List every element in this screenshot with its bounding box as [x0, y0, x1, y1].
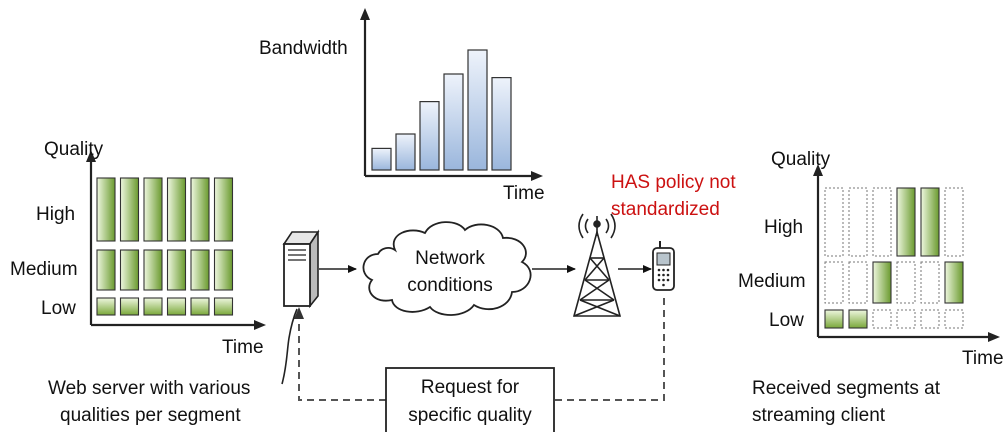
- server-segment: [166, 297, 187, 316]
- server-segment: [96, 297, 116, 316]
- bandwidth-y-arrow: [360, 8, 370, 20]
- server-time-label: Time: [222, 337, 264, 358]
- policy-note-line2: standardized: [611, 199, 720, 220]
- cell-tower-icon: [572, 213, 622, 317]
- client-level-medium: Medium: [738, 271, 806, 292]
- empty-segment-slot: [920, 261, 940, 304]
- received-segment: [872, 261, 892, 304]
- bandwidth-bar: [467, 49, 488, 171]
- server-segment: [143, 297, 163, 316]
- server-icon: [282, 229, 320, 309]
- received-segment: [896, 187, 916, 257]
- server-segment: [96, 177, 116, 242]
- network-label-line2: conditions: [407, 275, 493, 296]
- request-box: Request for specific quality: [385, 367, 555, 432]
- empty-segment-slot: [896, 261, 916, 304]
- server-segment: [190, 177, 210, 242]
- server-segment: [143, 249, 163, 291]
- server-segment: [190, 297, 210, 316]
- client-caption-line2: streaming client: [752, 405, 886, 426]
- network-label-line1: Network: [415, 248, 485, 269]
- server-segment: [119, 297, 140, 316]
- server-segment: [166, 249, 187, 291]
- network-cloud: Network conditions: [362, 221, 532, 316]
- server-segment: [96, 249, 116, 291]
- server-level-medium: Medium: [10, 259, 78, 280]
- empty-segment-slot: [920, 309, 940, 329]
- empty-segment-slot: [896, 309, 916, 329]
- server-segment: [166, 177, 187, 242]
- request-label-line2: specific quality: [408, 405, 532, 426]
- server-feedback-path: [298, 316, 386, 401]
- request-label-line1: Request for: [421, 377, 520, 398]
- bandwidth-bar: [443, 73, 464, 171]
- client-quality-label: Quality: [771, 149, 831, 170]
- server-level-high: High: [36, 204, 75, 225]
- server-segments: [96, 177, 234, 316]
- server-segment: [213, 249, 234, 291]
- client-time-label: Time: [962, 348, 1004, 369]
- server-caption-pointer: [281, 308, 298, 385]
- server-x-arrow: [254, 320, 266, 330]
- server-feedback-arrowhead: [294, 307, 304, 319]
- empty-segment-slot: [848, 187, 868, 257]
- server-quality-label: Quality: [44, 139, 104, 160]
- empty-segment-slot: [824, 187, 844, 257]
- bandwidth-axis-label: Bandwidth: [259, 38, 348, 59]
- received-segment: [944, 261, 964, 304]
- bandwidth-time-label: Time: [503, 183, 545, 204]
- bandwidth-bar: [395, 133, 416, 171]
- received-segment: [920, 187, 940, 257]
- bandwidth-bars: [371, 49, 512, 171]
- bandwidth-bar: [419, 100, 440, 171]
- phone-feedback-path: [554, 298, 665, 401]
- received-segment: [824, 309, 844, 329]
- server-segment: [213, 297, 234, 316]
- server-level-low: Low: [41, 298, 76, 319]
- received-segment: [848, 309, 868, 329]
- server-caption-line2: qualities per segment: [60, 405, 241, 426]
- server-segment: [143, 177, 163, 242]
- client-caption-line1: Received segments at: [752, 378, 941, 399]
- server-segment: [119, 249, 140, 291]
- bandwidth-x-arrow: [531, 171, 543, 181]
- server-quality-chart: Quality High Medium Low Time: [10, 139, 266, 358]
- bandwidth-chart: Bandwidth Time: [259, 8, 545, 204]
- server-segment: [119, 177, 140, 242]
- client-y-arrow: [813, 164, 823, 176]
- client-quality-chart: Quality High Medium Low Time: [738, 149, 1004, 369]
- empty-segment-slot: [872, 187, 892, 257]
- empty-segment-slot: [944, 309, 964, 329]
- policy-note-line1: HAS policy not: [611, 172, 736, 193]
- client-x-arrow: [988, 332, 1000, 342]
- client-level-high: High: [764, 217, 803, 238]
- bandwidth-bar: [491, 76, 512, 171]
- client-level-low: Low: [769, 310, 804, 331]
- client-segments: [824, 187, 964, 329]
- empty-segment-slot: [872, 309, 892, 329]
- empty-segment-slot: [848, 261, 868, 304]
- mobile-phone-icon: [652, 241, 675, 291]
- empty-segment-slot: [824, 261, 844, 304]
- bandwidth-bar: [371, 147, 392, 171]
- server-segment: [213, 177, 234, 242]
- server-segment: [190, 249, 210, 291]
- server-caption-line1: Web server with various: [48, 378, 250, 399]
- server-y-arrow: [86, 150, 96, 162]
- empty-segment-slot: [944, 187, 964, 257]
